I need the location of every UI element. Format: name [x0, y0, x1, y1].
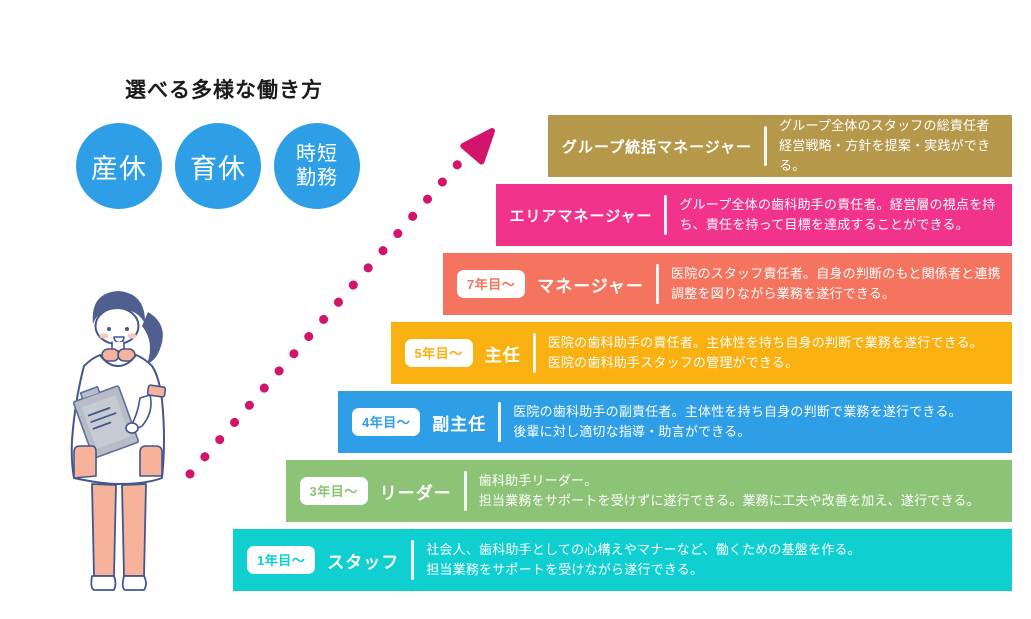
career-level-bar: 5年目〜 主任 医院の歯科助手の責任者。主体性を持ち自身の判断で業務を遂行できる…	[390, 322, 1012, 384]
separator-line	[664, 195, 668, 235]
separator-line	[764, 126, 768, 166]
separator-line	[498, 402, 502, 442]
career-level-bar: 4年目〜 副主任 医院の歯科助手の副責任者。主体性を持ち自身の判断で業務を遂行で…	[338, 391, 1012, 453]
role-name: マネージャー	[537, 276, 645, 296]
role-description: 歯科助手リーダー。担当業務をサポートを受けずに遂行できる。業務に工夫や改善を加え…	[478, 472, 980, 508]
role-description: 医院の歯科助手の副責任者。主体性を持ち自身の判断で業務を遂行できる。後輩に対し適…	[513, 403, 962, 439]
years-badge: 5年目〜	[404, 339, 473, 367]
role-description: 医院の歯科助手の責任者。主体性を持ち自身の判断で業務を遂行できる。医院の歯科助手…	[547, 334, 984, 370]
separator-line	[532, 333, 536, 373]
career-level-bar: グループ統括マネージャー グループ全体のスタッフの総責任者経営戦略・方針を提案・…	[548, 115, 1012, 177]
role-name: リーダー	[379, 483, 452, 503]
separator-line	[463, 471, 467, 511]
years-badge: 3年目〜	[299, 477, 368, 505]
work-style-circle-maternity: 産休	[76, 123, 162, 209]
role-description: グループ全体のスタッフの総責任者経営戦略・方針を提案・実践ができる。	[779, 117, 991, 174]
separator-line	[656, 264, 660, 304]
role-name: グループ統括マネージャー	[562, 138, 753, 156]
role-name: スタッフ	[327, 552, 400, 572]
role-description: グループ全体の歯科助手の責任者。経営層の視点を持ち、責任を持って目標を達成するこ…	[679, 196, 996, 232]
role-name: エリアマネージャー	[509, 207, 653, 225]
career-level-bar: 1年目〜 スタッフ 社会人、歯科助手としての心構えやマナーなど、働くための基盤を…	[233, 529, 1012, 591]
work-style-circle-childcare: 育休	[175, 123, 261, 209]
role-name: 主任	[484, 345, 521, 365]
career-level-bar: 7年目〜 マネージャー 医院のスタッフ責任者。自身の判断のもと関係者と連携調整を…	[443, 253, 1012, 315]
page-title: 選べる多様な働き方	[125, 79, 323, 102]
career-level-bar: 3年目〜 リーダー 歯科助手リーダー。担当業務をサポートを受けずに遂行できる。業…	[285, 460, 1012, 522]
years-badge: 4年目〜	[352, 408, 421, 436]
role-description: 社会人、歯科助手としての心構えやマナーなど、働くための基盤を作る。担当業務をサポ…	[426, 541, 861, 577]
years-badge: 1年目〜	[247, 546, 316, 574]
years-badge: 7年目〜	[457, 270, 526, 298]
arrow-head	[460, 128, 495, 165]
role-name: 副主任	[432, 414, 487, 434]
separator-line	[411, 540, 415, 580]
career-level-bar: エリアマネージャー グループ全体の歯科助手の責任者。経営層の視点を持ち、責任を持…	[495, 184, 1012, 246]
work-style-circles: 産休 育休 時短 勤務	[76, 123, 360, 209]
role-description: 医院のスタッフ責任者。自身の判断のもと関係者と連携調整を図りながら業務を遂行でき…	[671, 265, 1001, 301]
work-style-circle-shorthours: 時短 勤務	[274, 123, 360, 209]
dental-assistant-illustration	[70, 291, 167, 591]
